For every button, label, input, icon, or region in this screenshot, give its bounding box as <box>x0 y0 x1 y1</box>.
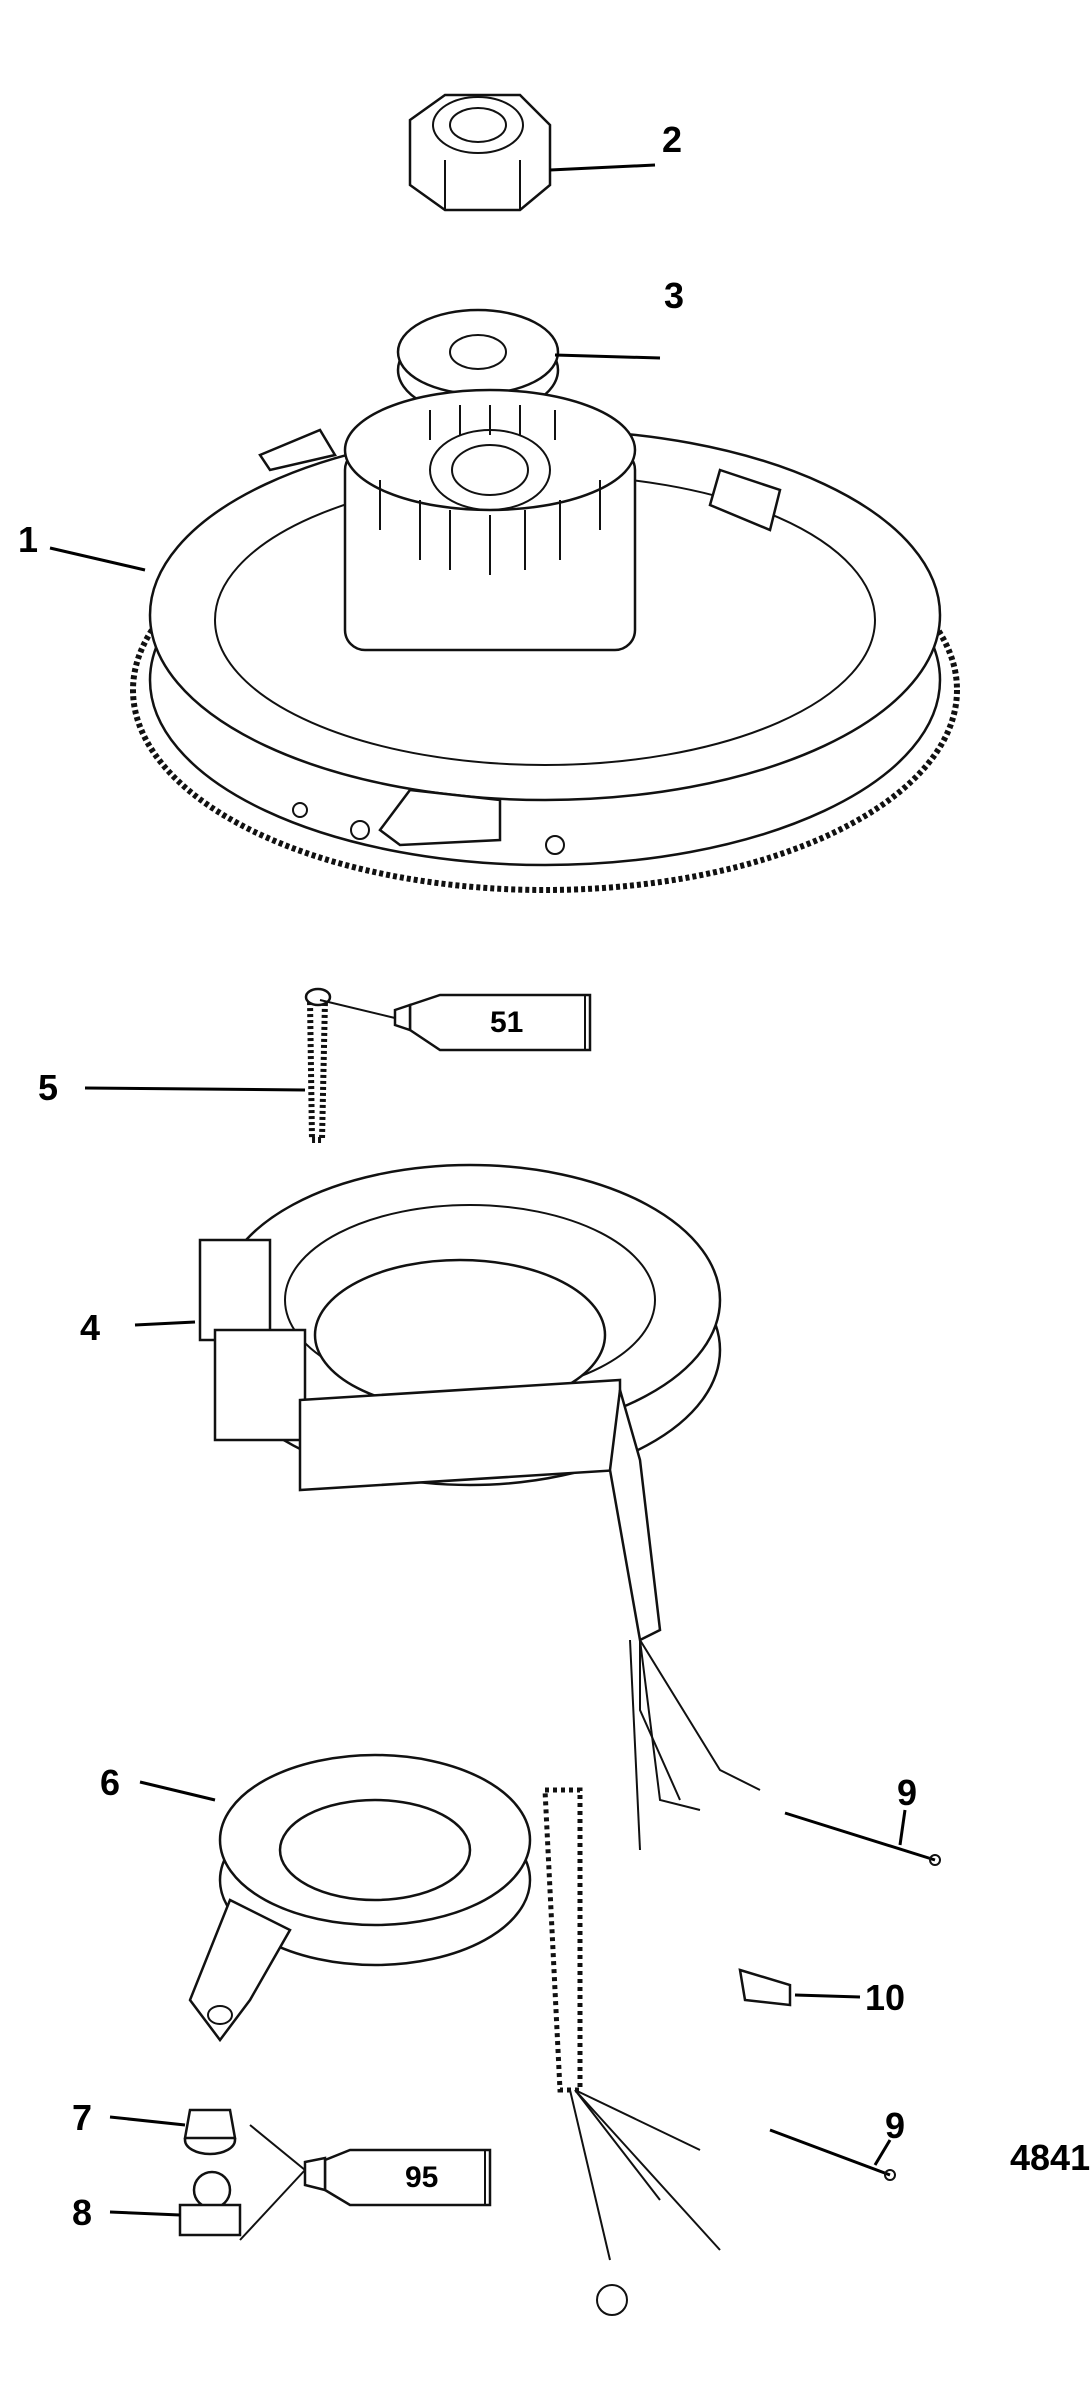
connector-part <box>738 1968 861 2007</box>
tube-95-label: 95 <box>405 2161 439 2194</box>
figure-number: 4841 <box>1010 2137 1090 2178</box>
callout-9-second: 9 <box>885 2105 906 2146</box>
callout-8: 8 <box>72 2192 93 2233</box>
callout-9: 9 <box>897 1772 918 1813</box>
callout-5: 5 <box>38 1067 59 1108</box>
tube-51-label: 51 <box>490 1006 524 1039</box>
wire-leads <box>569 1639 761 2316</box>
callout-7: 7 <box>72 2097 93 2138</box>
cable-tie-part <box>769 1809 941 2181</box>
flywheel-part <box>49 388 960 893</box>
bushing-part <box>109 2108 237 2156</box>
sealant-tube-51 <box>319 993 592 1052</box>
nut-part <box>408 93 656 212</box>
callout-2: 2 <box>662 119 683 160</box>
callout-3: 3 <box>664 275 685 316</box>
trigger-part <box>139 1753 583 2093</box>
sealant-tube-95 <box>239 2124 492 2241</box>
clamp-part <box>109 2170 242 2237</box>
callout-4: 4 <box>80 1307 101 1348</box>
stator-part <box>134 1163 722 1642</box>
callout-10: 10 <box>865 1977 906 2018</box>
callout-1: 1 <box>18 519 39 560</box>
screw-part <box>84 987 332 1143</box>
callout-6: 6 <box>100 1762 121 1803</box>
